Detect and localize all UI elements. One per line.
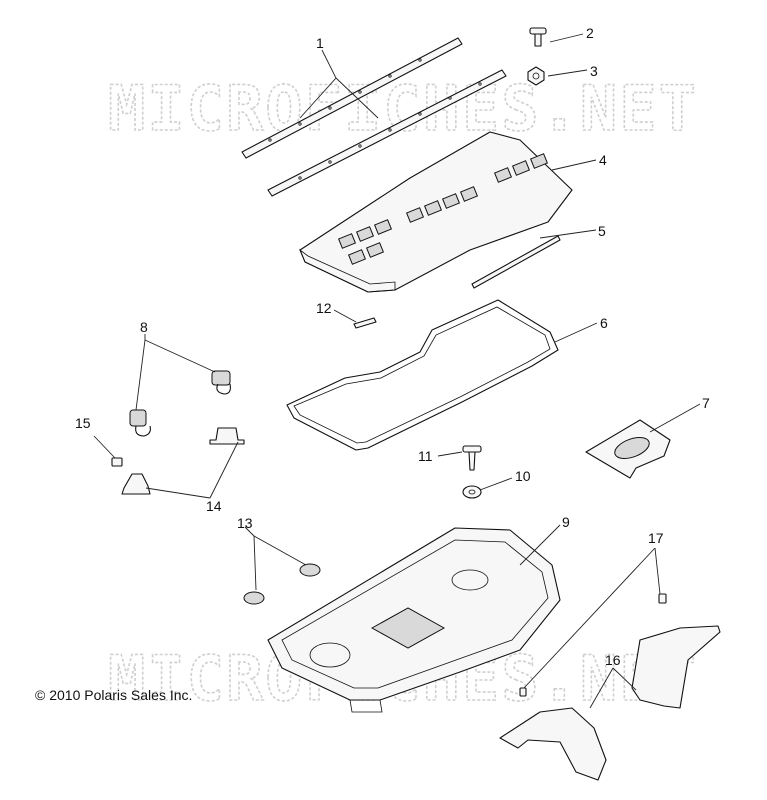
part-3-nut — [527, 66, 545, 86]
part-7-cover-plate — [585, 419, 671, 479]
part-15-small-screw — [111, 457, 123, 467]
part-9-base-tub — [267, 527, 561, 713]
part-2-bolt — [529, 27, 547, 47]
part-17-fastener — [519, 593, 667, 697]
callout-17: 17 — [648, 530, 664, 546]
callout-1: 1 — [316, 35, 324, 51]
callout-6: 6 — [600, 315, 608, 331]
copyright-notice: © 2010 Polaris Sales Inc. — [35, 687, 192, 703]
callout-16: 16 — [605, 652, 621, 668]
callout-3: 3 — [590, 63, 598, 79]
callout-2: 2 — [586, 25, 594, 41]
callout-4: 4 — [599, 152, 607, 168]
leader-lines — [93, 33, 701, 709]
watermark-top: MICROFICHES.NET — [108, 72, 698, 145]
callout-12: 12 — [316, 300, 332, 316]
callout-10: 10 — [515, 468, 531, 484]
part-10-washer — [462, 485, 482, 499]
callout-labels: 1 2 3 4 5 6 7 8 9 10 11 12 13 14 15 16 1… — [75, 25, 710, 668]
part-14-clips — [121, 427, 245, 495]
part-4-lid-panel — [299, 131, 573, 293]
part-13-caps — [243, 563, 321, 605]
callout-13: 13 — [237, 515, 253, 531]
callout-9: 9 — [562, 514, 570, 530]
callout-7: 7 — [702, 395, 710, 411]
part-8-latches — [129, 370, 231, 437]
callout-8: 8 — [140, 319, 148, 335]
part-11-screw — [462, 445, 482, 471]
callout-15: 15 — [75, 415, 91, 431]
part-5-rod — [471, 235, 561, 289]
part-12-pin — [353, 317, 377, 329]
part-1-seal-strips — [241, 37, 507, 197]
callout-11: 11 — [418, 448, 433, 464]
part-16-brackets — [499, 625, 721, 781]
part-6-gasket — [286, 299, 559, 451]
callout-5: 5 — [598, 223, 606, 239]
callout-14: 14 — [206, 498, 222, 514]
